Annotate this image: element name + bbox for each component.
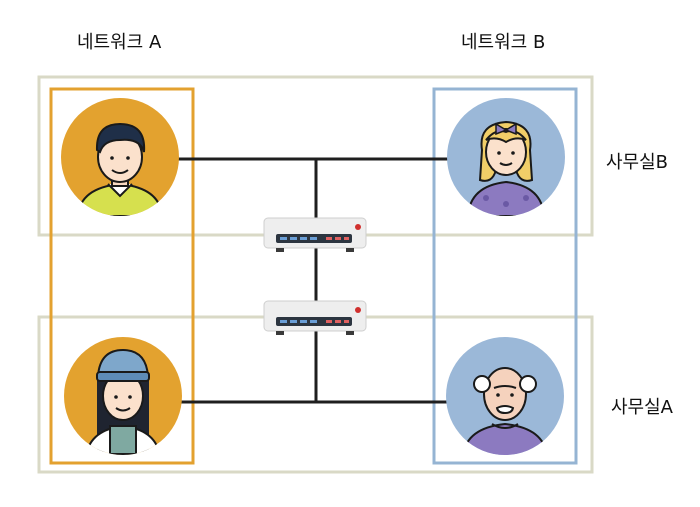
network-a-label: 네트워크 A (77, 32, 162, 53)
woman-beanie-avatar-icon (64, 337, 182, 455)
network-switch-icon (263, 300, 367, 335)
woman-blonde-avatar-icon (447, 98, 565, 216)
young-man-avatar-icon (61, 98, 179, 216)
office-a-label: 사무실A (611, 397, 673, 418)
cables (178, 157, 451, 404)
network-b-label: 네트워크 B (461, 32, 546, 53)
office-b-label: 사무실B (606, 152, 669, 173)
network-switch-icon (263, 217, 367, 252)
old-man-avatar-icon (446, 337, 564, 455)
network-b-box (432, 87, 578, 465)
network-a-box (49, 87, 195, 465)
